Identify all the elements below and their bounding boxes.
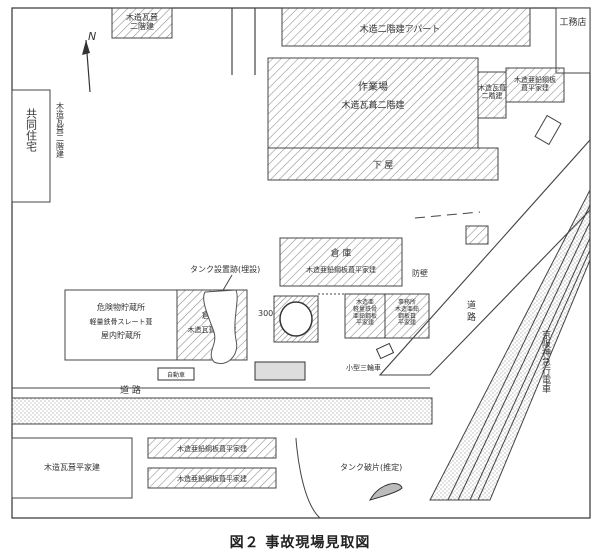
label-tank-ato: タンク設置跡(埋設) xyxy=(190,264,260,274)
label-tetsudou: 京阪神急行電車 xyxy=(540,329,551,394)
label-bottom-mid2: 木造亜鉛鋼板葺平家建 xyxy=(177,474,247,483)
building-top-small xyxy=(111,7,173,39)
road-diagonal xyxy=(378,138,591,376)
label-bottom-mid1: 木造亜鉛鋼板葺平家建 xyxy=(177,444,247,453)
label-shuyou: 小型三輪車 xyxy=(346,363,381,372)
label-truck: 自動車 xyxy=(167,371,185,379)
label-mid3: 防壁 xyxy=(412,268,428,278)
label-top-small: 木造瓦葺二階建 xyxy=(126,12,158,31)
label-kiken3: 屋内貯蔵所 xyxy=(101,330,141,340)
label-kiken1: 危険物貯蔵所 xyxy=(97,302,145,312)
road-curve xyxy=(295,437,321,519)
building-bottom-mid1 xyxy=(147,437,277,459)
building-kiken xyxy=(64,289,178,361)
label-souko2-sub: 木造瓦葺平家建 xyxy=(188,325,237,334)
label-road: 道 路 xyxy=(120,384,141,396)
railway-band xyxy=(429,189,591,501)
label-mid1: 木造亜軽量鉄骨亜鉛鋼板平家建 xyxy=(353,298,377,327)
label-souko1: 倉 庫 xyxy=(331,247,352,259)
north-arrow: N xyxy=(82,30,96,93)
building-kyoudou xyxy=(11,89,51,203)
label-roka: 下 屋 xyxy=(373,160,394,171)
label-mid2: 事務所木造亜鉛鋼板葺平家建 xyxy=(395,298,419,327)
label-kyoudou: 共同住宅 xyxy=(25,108,38,152)
building-right-hira xyxy=(505,67,565,103)
building-koumuten xyxy=(555,7,591,74)
label-sagyoujou-sub: 木造瓦葺二階建 xyxy=(341,99,404,111)
label-right-small: 木造瓦葺二階建 xyxy=(478,83,506,100)
label-kyoudou-sub: 木造瓦葺二階建 xyxy=(56,101,65,159)
label-apartment: 木造二階建アパート xyxy=(360,23,441,35)
label-road2: 道 路 xyxy=(465,299,476,322)
small-vehicle xyxy=(375,342,395,360)
stair xyxy=(534,114,562,146)
tank-fragment xyxy=(368,483,403,501)
tank-site xyxy=(273,295,319,343)
building-roka xyxy=(267,147,499,181)
label-bottom-left: 木造瓦葺平家建 xyxy=(44,462,100,472)
van xyxy=(157,367,195,381)
building-sagyoujou xyxy=(267,57,479,149)
building-mid1 xyxy=(344,293,386,339)
svg-text:N: N xyxy=(88,30,96,43)
label-300: 300 xyxy=(258,309,273,318)
small-hatched-building xyxy=(465,225,489,245)
label-right-hira: 木造亜鉛鋼板葺平家建 xyxy=(514,75,556,92)
label-tank2: タンク破片(推定) xyxy=(340,462,402,472)
building-apartment xyxy=(281,7,531,47)
road-main xyxy=(11,397,433,425)
building-souko1 xyxy=(279,237,403,287)
building-bottom-left xyxy=(11,437,133,499)
label-souko1-sub: 木造亜鉛鋼板葺平家建 xyxy=(306,265,376,274)
debris-area xyxy=(203,289,238,364)
label-sagyoujou: 作業場 xyxy=(358,80,388,93)
building-mid2 xyxy=(384,293,430,339)
label-kiken2: 軽量鉄骨スレート葺 xyxy=(90,317,153,326)
label-koumuten: 工務店 xyxy=(559,16,586,28)
figure-caption: 図２ 事故現場見取図 xyxy=(229,535,371,551)
truck xyxy=(254,361,306,381)
building-bottom-mid2 xyxy=(147,467,277,489)
